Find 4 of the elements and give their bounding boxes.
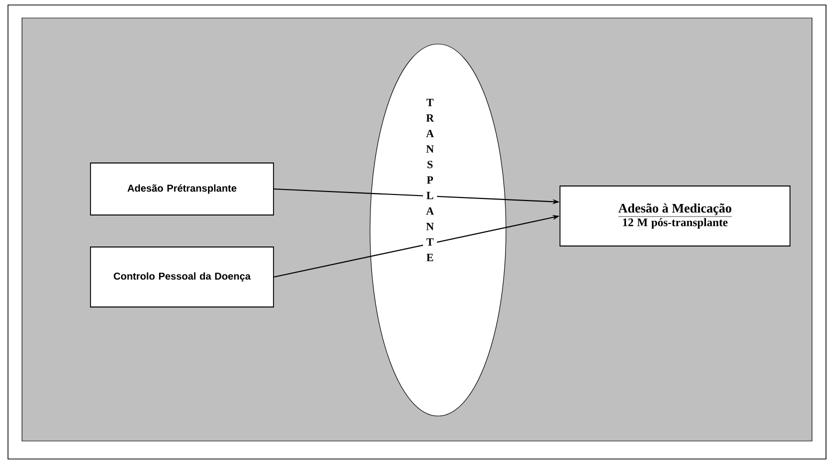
vertical-label: TRANSPLANTE <box>423 98 437 262</box>
process-box: Adesão Prétransplante <box>90 162 274 216</box>
process-box: Adesão à Medicação 12 M pós-transplante <box>560 186 790 246</box>
process-box: Controlo Pessoal da Doença <box>90 246 274 308</box>
